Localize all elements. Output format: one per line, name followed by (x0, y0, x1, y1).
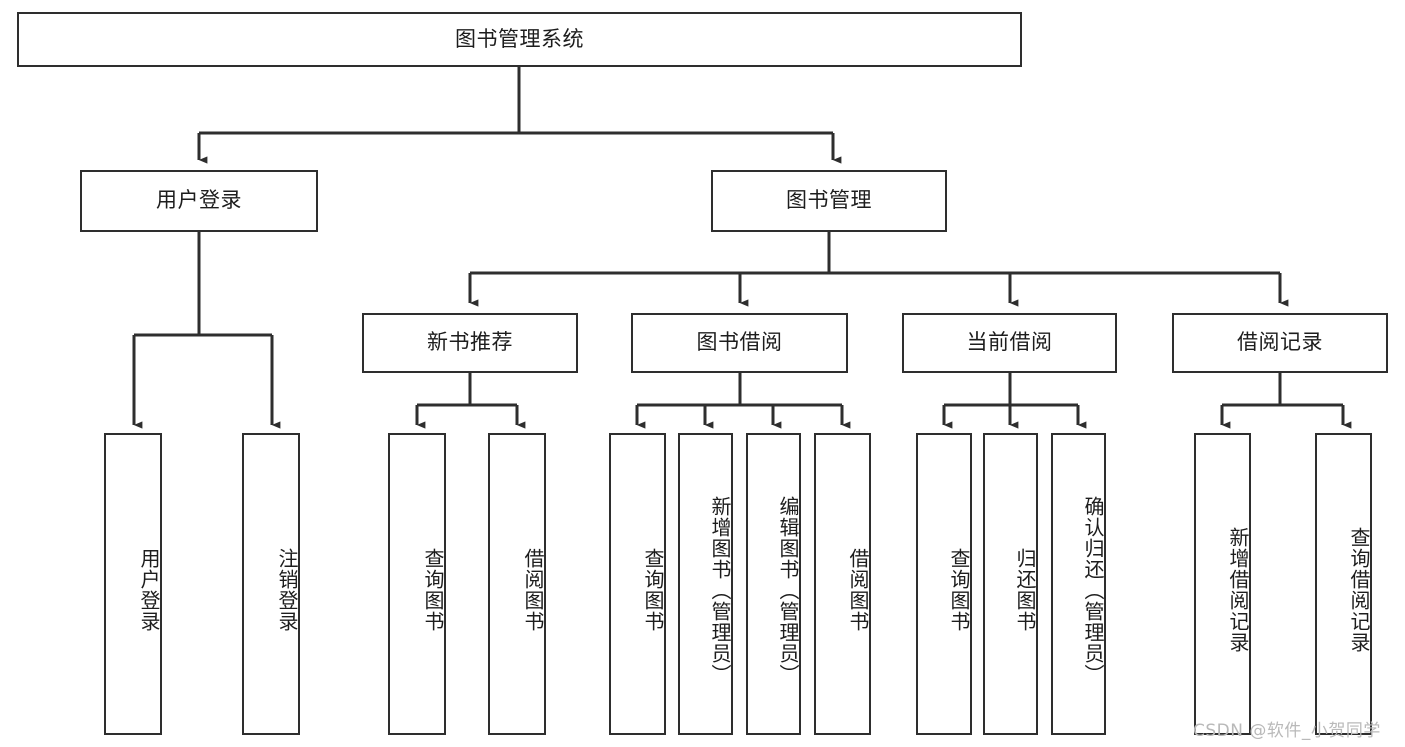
leaf-book-borrow-edit-book-admin[interactable]: 编辑图书（管理员） (746, 433, 801, 735)
leaf-new-book-query-book[interactable]: 查询图书 (388, 433, 446, 735)
leaf-current-borrow-query-book[interactable]: 查询图书 (916, 433, 972, 735)
node-borrow-record[interactable]: 借阅记录 (1172, 313, 1388, 373)
leaf-book-borrow-borrow-book[interactable]: 借阅图书 (814, 433, 871, 735)
node-label: 查询图书 (421, 548, 445, 632)
node-label: 编辑图书（管理员） (776, 495, 800, 685)
node-current-borrow[interactable]: 当前借阅 (902, 313, 1117, 373)
node-label: 当前借阅 (966, 330, 1053, 355)
leaf-current-borrow-return-book[interactable]: 归还图书 (983, 433, 1038, 735)
node-label: 借阅图书 (846, 548, 870, 632)
node-user-login[interactable]: 用户登录 (80, 170, 318, 232)
node-label: 归还图书 (1013, 548, 1037, 632)
node-label: 新增图书（管理员） (708, 495, 732, 685)
leaf-current-borrow-confirm-return-admin[interactable]: 确认归还（管理员） (1051, 433, 1106, 735)
node-book-borrow[interactable]: 图书借阅 (631, 313, 848, 373)
node-label: 借阅记录 (1237, 330, 1323, 355)
node-label: 查询借阅记录 (1347, 527, 1371, 653)
node-label: 确认归还（管理员） (1081, 495, 1105, 685)
leaf-borrow-record-query-record[interactable]: 查询借阅记录 (1315, 433, 1372, 735)
node-label: 图书管理 (786, 188, 872, 213)
node-label: 用户登录 (137, 548, 161, 632)
node-book-management[interactable]: 图书管理 (711, 170, 947, 232)
leaf-user-login-signin[interactable]: 用户登录 (104, 433, 162, 735)
node-label: 新书推荐 (427, 330, 513, 355)
node-label: 查询图书 (947, 548, 971, 632)
leaf-borrow-record-add-record[interactable]: 新增借阅记录 (1194, 433, 1251, 735)
node-label: 注销登录 (275, 548, 299, 632)
csdn-watermark: CSDN @软件_小贺同学 (1193, 721, 1381, 741)
leaf-book-borrow-query-book[interactable]: 查询图书 (609, 433, 666, 735)
node-new-book-recommend[interactable]: 新书推荐 (362, 313, 578, 373)
node-label: 图书管理系统 (455, 26, 584, 51)
node-label: 图书借阅 (696, 330, 783, 355)
node-label: 查询图书 (641, 548, 665, 632)
leaf-book-borrow-add-book-admin[interactable]: 新增图书（管理员） (678, 433, 733, 735)
leaf-user-login-signout[interactable]: 注销登录 (242, 433, 300, 735)
node-label: 用户登录 (156, 188, 242, 213)
node-label: 新增借阅记录 (1226, 527, 1250, 653)
leaf-new-book-borrow-book[interactable]: 借阅图书 (488, 433, 546, 735)
node-root-book-management-system[interactable]: 图书管理系统 (17, 12, 1022, 67)
node-label: 借阅图书 (521, 548, 545, 632)
